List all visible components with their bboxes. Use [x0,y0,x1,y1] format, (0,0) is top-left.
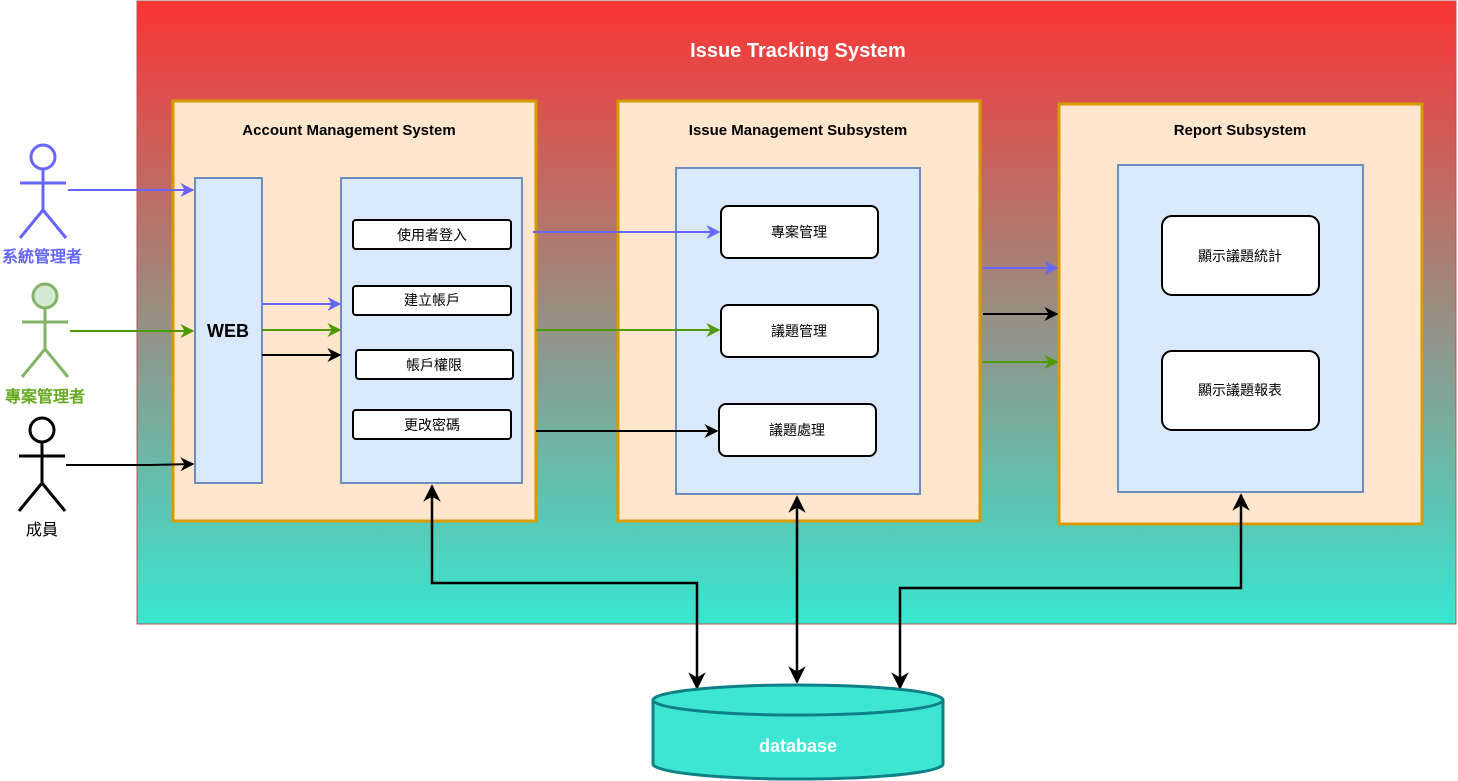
database-label: database [759,736,837,756]
issue-function-handle-label: 議題處理 [769,422,825,438]
web-label: WEB [207,321,249,341]
account-function-login [352,219,512,250]
account-function-create-label: 建立帳戶 [404,292,460,308]
actor-member [17,416,67,512]
account-function-password [352,409,512,440]
actor-project-manager [20,282,70,378]
issue-function-manage-label: 議題管理 [771,323,827,339]
report-function-stats [1161,215,1320,296]
report-function-report [1161,350,1320,431]
account-function-password-label: 更改密碼 [404,417,460,433]
actor-member-label: 成員 [26,521,58,539]
database-cylinder [651,683,945,781]
account-function-permissions-label: 帳戶權限 [406,357,462,373]
issue-function-handle [718,403,877,457]
connector-account-database [423,484,706,690]
system-title: Issue Tracking System [690,40,906,62]
actor-system-admin [18,143,68,239]
account-subsystem-title: Account Management System [242,122,455,139]
issue-function-project [720,205,879,259]
web-box [194,177,263,484]
account-function-permissions [355,349,514,380]
report-subsystem-title: Report Subsystem [1174,122,1307,139]
connector-report-database [891,493,1250,690]
issue-function-manage [720,304,879,358]
report-function-stats-label: 顯示議題統計 [1198,248,1282,264]
arrow-member-to-web [66,457,195,472]
account-function-login-label: 使用者登入 [397,227,467,243]
issue-function-project-label: 專案管理 [771,224,827,240]
actor-project-manager-label: 專案管理者 [5,387,85,406]
actor-system-admin-label: 系統管理者 [2,247,82,266]
report-function-report-label: 顯示議題報表 [1198,382,1282,398]
report-functions-panel [1117,164,1364,493]
issue-subsystem-title: Issue Management Subsystem [689,122,907,139]
account-function-create [352,285,512,316]
